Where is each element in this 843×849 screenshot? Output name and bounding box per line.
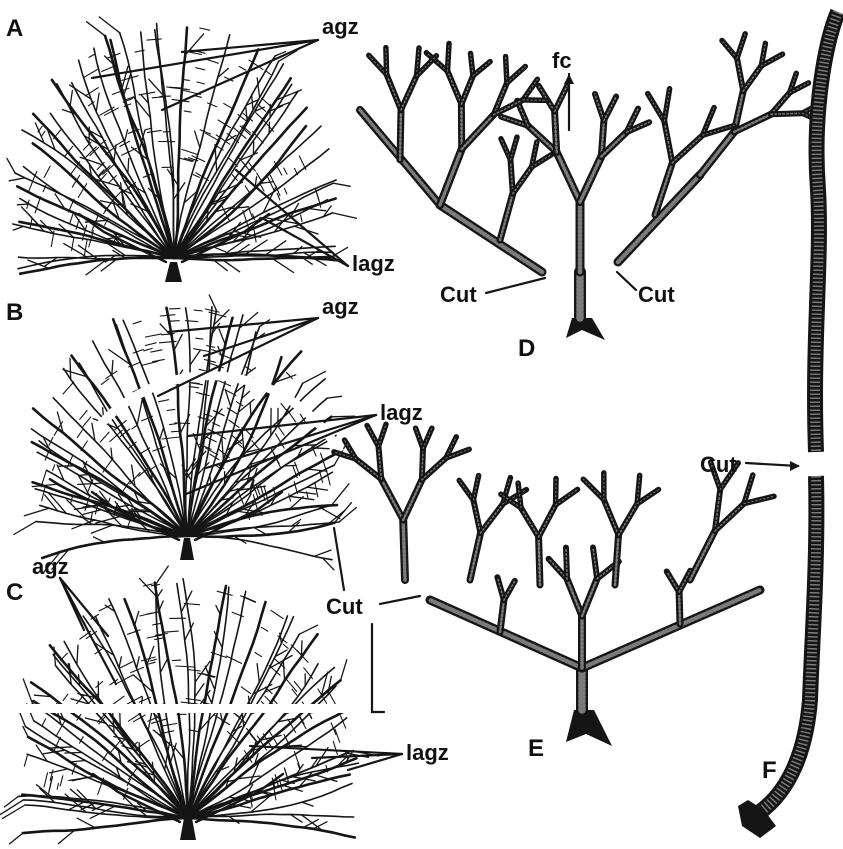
label-lagz-b: lagz: [380, 400, 423, 425]
label-agz-c: agz: [32, 554, 69, 579]
label-cut-d-right: Cut: [638, 282, 675, 307]
panel-letter-b: B: [6, 299, 23, 326]
label-cut-d-left: Cut: [440, 282, 477, 307]
label-agz-b: agz: [322, 294, 359, 319]
panel-letter-f: F: [762, 757, 777, 784]
panel-letter-d: D: [518, 335, 535, 362]
label-lagz-c: lagz: [406, 740, 449, 765]
label-cut-bc: Cut: [326, 594, 363, 619]
label-agz-a: agz: [322, 14, 359, 39]
panel-letter-c: C: [6, 579, 23, 606]
label-fc-d: fc: [552, 48, 572, 73]
label-lagz-a: lagz: [352, 251, 395, 276]
label-cut-f: Cut: [700, 452, 737, 477]
panel-letter-e: E: [528, 735, 544, 762]
fan-c-cut-gap: [0, 704, 370, 713]
panel-letter-a: A: [6, 15, 23, 42]
